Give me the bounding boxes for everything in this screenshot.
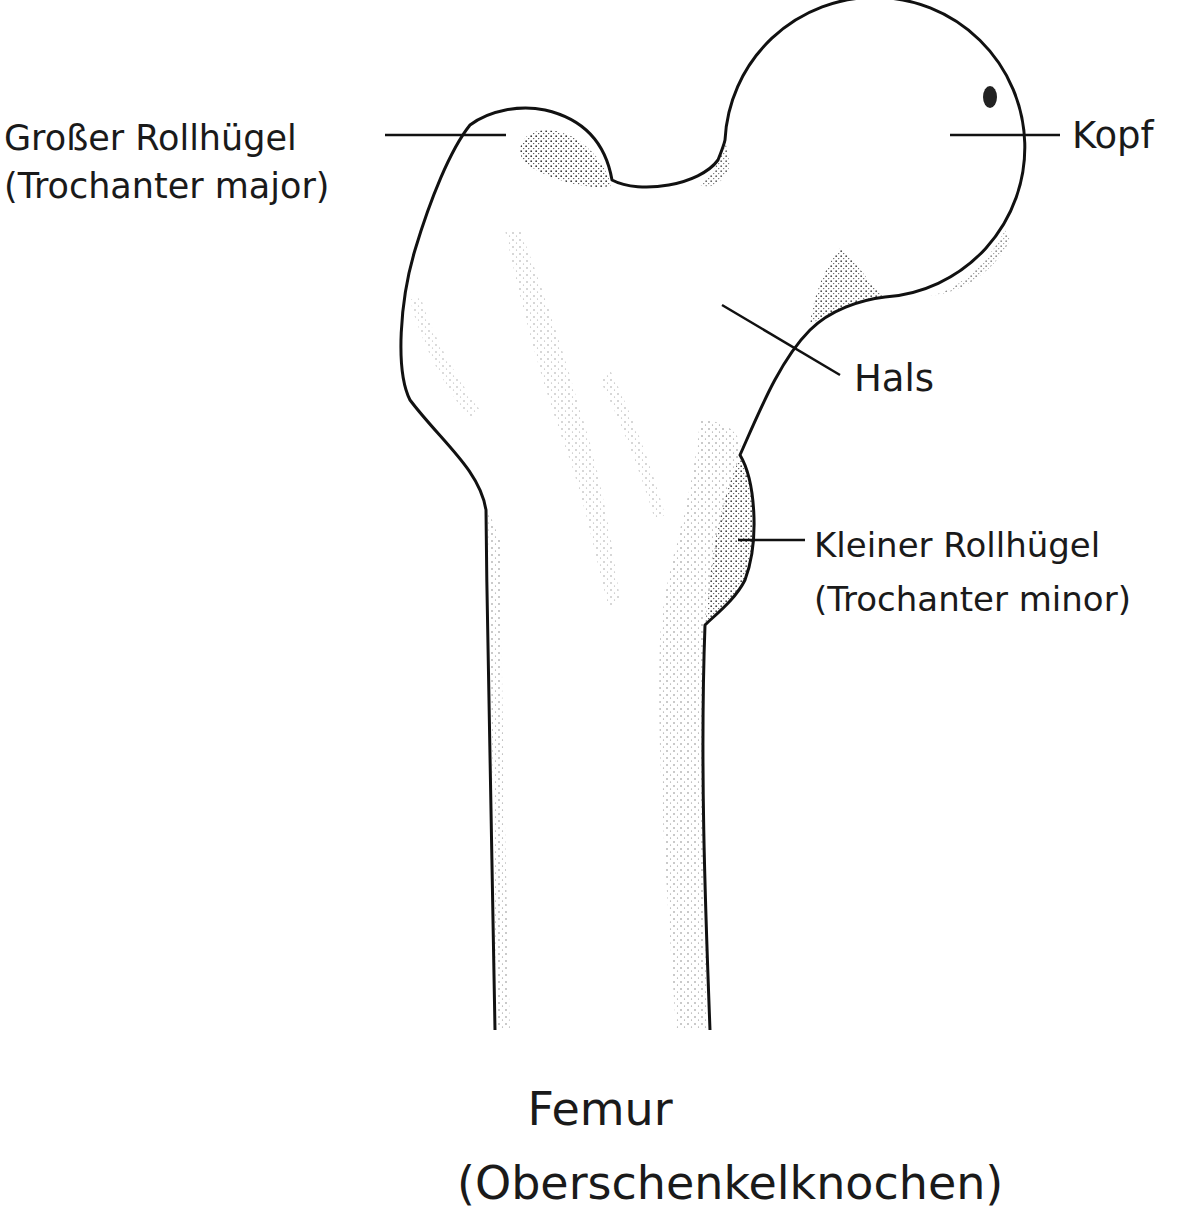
part-label: Kleiner Rollhügel (Trochanter minor)	[814, 518, 1135, 626]
part-label: Kopf	[1072, 113, 1156, 159]
head-shading	[810, 248, 885, 325]
intertrochanteric-stipple	[600, 370, 665, 520]
part-label: Großer Rollhügel (Trochanter major)	[4, 114, 335, 210]
leader-line	[738, 539, 805, 542]
shaft-stipple	[659, 420, 740, 1030]
femur-outline	[401, 0, 1025, 1030]
fovea	[983, 86, 997, 108]
part-label: Hals	[854, 356, 937, 402]
trochanter-pit	[520, 130, 611, 187]
figure-caption: Femur (Oberschenkelknochen)	[457, 1072, 743, 1220]
trochanter-stipple	[410, 295, 480, 420]
neck-shading	[700, 140, 730, 186]
intertrochanteric-stipple	[505, 230, 620, 610]
leader-line	[950, 134, 1060, 137]
head-edge-shading	[930, 230, 1010, 296]
shaft-stipple-left	[488, 510, 510, 1030]
leader-line	[722, 305, 840, 375]
leader-line	[385, 134, 506, 137]
